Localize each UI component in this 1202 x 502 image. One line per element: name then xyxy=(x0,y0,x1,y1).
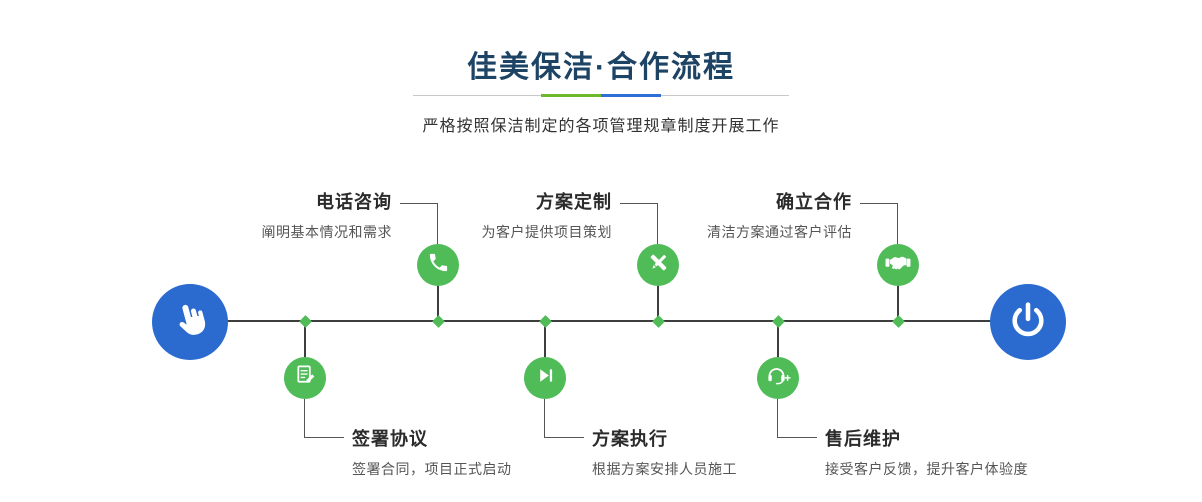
step-node-cooperation xyxy=(877,244,919,286)
step-text: 方案执行 根据方案安排人员施工 xyxy=(592,425,737,479)
step-title: 签署协议 xyxy=(352,429,428,449)
step-title: 确立合作 xyxy=(776,192,852,212)
step-stem xyxy=(657,285,659,321)
step-title: 方案定制 xyxy=(536,192,612,212)
step-node-phone xyxy=(417,244,459,286)
step-node-execute xyxy=(524,357,566,399)
divider-green-segment xyxy=(541,94,601,97)
play-next-icon xyxy=(534,364,557,392)
timeline-diamond xyxy=(432,315,445,328)
step-connector xyxy=(620,203,658,244)
step-stem xyxy=(544,322,546,357)
step-stem xyxy=(304,322,306,357)
phone-icon xyxy=(427,251,450,279)
step-connector xyxy=(544,399,584,438)
timeline-diamond xyxy=(772,315,785,328)
step-stem xyxy=(897,285,899,321)
step-desc: 根据方案安排人员施工 xyxy=(592,461,737,477)
step-connector xyxy=(777,399,817,438)
step-text: 售后维护 接受客户反馈，提升客户体验度 xyxy=(825,425,1028,479)
step-desc: 阐明基本情况和需求 xyxy=(261,224,392,240)
step-stem xyxy=(437,285,439,321)
timeline-diamond xyxy=(652,315,665,328)
step-stem xyxy=(777,322,779,357)
step-text: 电话咨询 阐明基本情况和需求 xyxy=(192,188,392,242)
timeline-diamond xyxy=(892,315,905,328)
step-text: 方案定制 为客户提供项目策划 xyxy=(412,188,612,242)
step-connector xyxy=(304,399,344,438)
timeline-diamond xyxy=(539,315,552,328)
pencil-ruler-icon xyxy=(647,251,670,279)
step-node-design xyxy=(637,244,679,286)
step-node-contract xyxy=(284,357,326,399)
step-desc: 为客户提供项目策划 xyxy=(481,224,612,240)
divider-blue-segment xyxy=(601,94,661,97)
step-title: 电话咨询 xyxy=(316,192,392,212)
handshake-icon xyxy=(885,250,911,281)
step-text: 确立合作 清洁方案通过客户评估 xyxy=(652,188,852,242)
step-title: 售后维护 xyxy=(825,429,901,449)
page-title: 佳美保洁·合作流程 xyxy=(467,51,735,84)
timeline-line xyxy=(190,320,1028,322)
step-text: 签署协议 签署合同，项目正式启动 xyxy=(352,425,512,479)
step-connector xyxy=(860,203,898,244)
headset-plus-icon xyxy=(765,364,791,393)
timeline-diamond xyxy=(299,315,312,328)
contract-icon xyxy=(294,364,317,392)
timeline-end-node xyxy=(990,284,1066,360)
step-title: 方案执行 xyxy=(592,429,668,449)
step-connector xyxy=(400,203,438,244)
step-desc: 签署合同，项目正式启动 xyxy=(352,461,512,477)
step-desc: 接受客户反馈，提升客户体验度 xyxy=(825,461,1028,477)
step-desc: 清洁方案通过客户评估 xyxy=(707,224,852,240)
hand-pointer-icon xyxy=(165,295,215,349)
step-node-aftersales xyxy=(757,357,799,399)
page-subtitle: 严格按照保洁制定的各项管理规章制度开展工作 xyxy=(422,118,780,135)
power-icon xyxy=(1007,299,1049,346)
timeline-start-node xyxy=(152,284,228,360)
title-divider xyxy=(413,94,789,97)
